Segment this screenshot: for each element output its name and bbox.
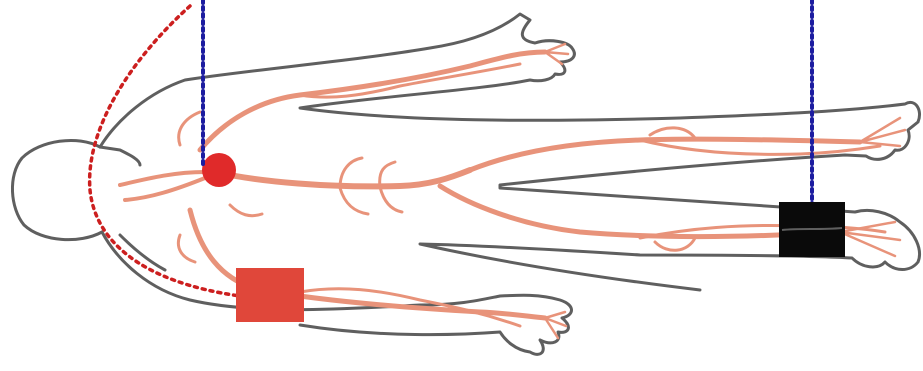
- knee-branch-upper: [650, 128, 695, 138]
- lower-hand-branches: [545, 312, 566, 338]
- upper-foot-branches: [860, 118, 905, 146]
- upper-arm-artery: [200, 52, 545, 150]
- heart-marker: [202, 153, 236, 187]
- neck-outline: [100, 147, 140, 165]
- arm-cuff: [236, 268, 304, 322]
- red-pulse-path: [90, 6, 240, 296]
- knee-branch-lower: [655, 238, 695, 250]
- thoracic-branches: [178, 112, 262, 262]
- carotid-arteries: [120, 172, 205, 200]
- lower-arm-outline: [102, 232, 572, 354]
